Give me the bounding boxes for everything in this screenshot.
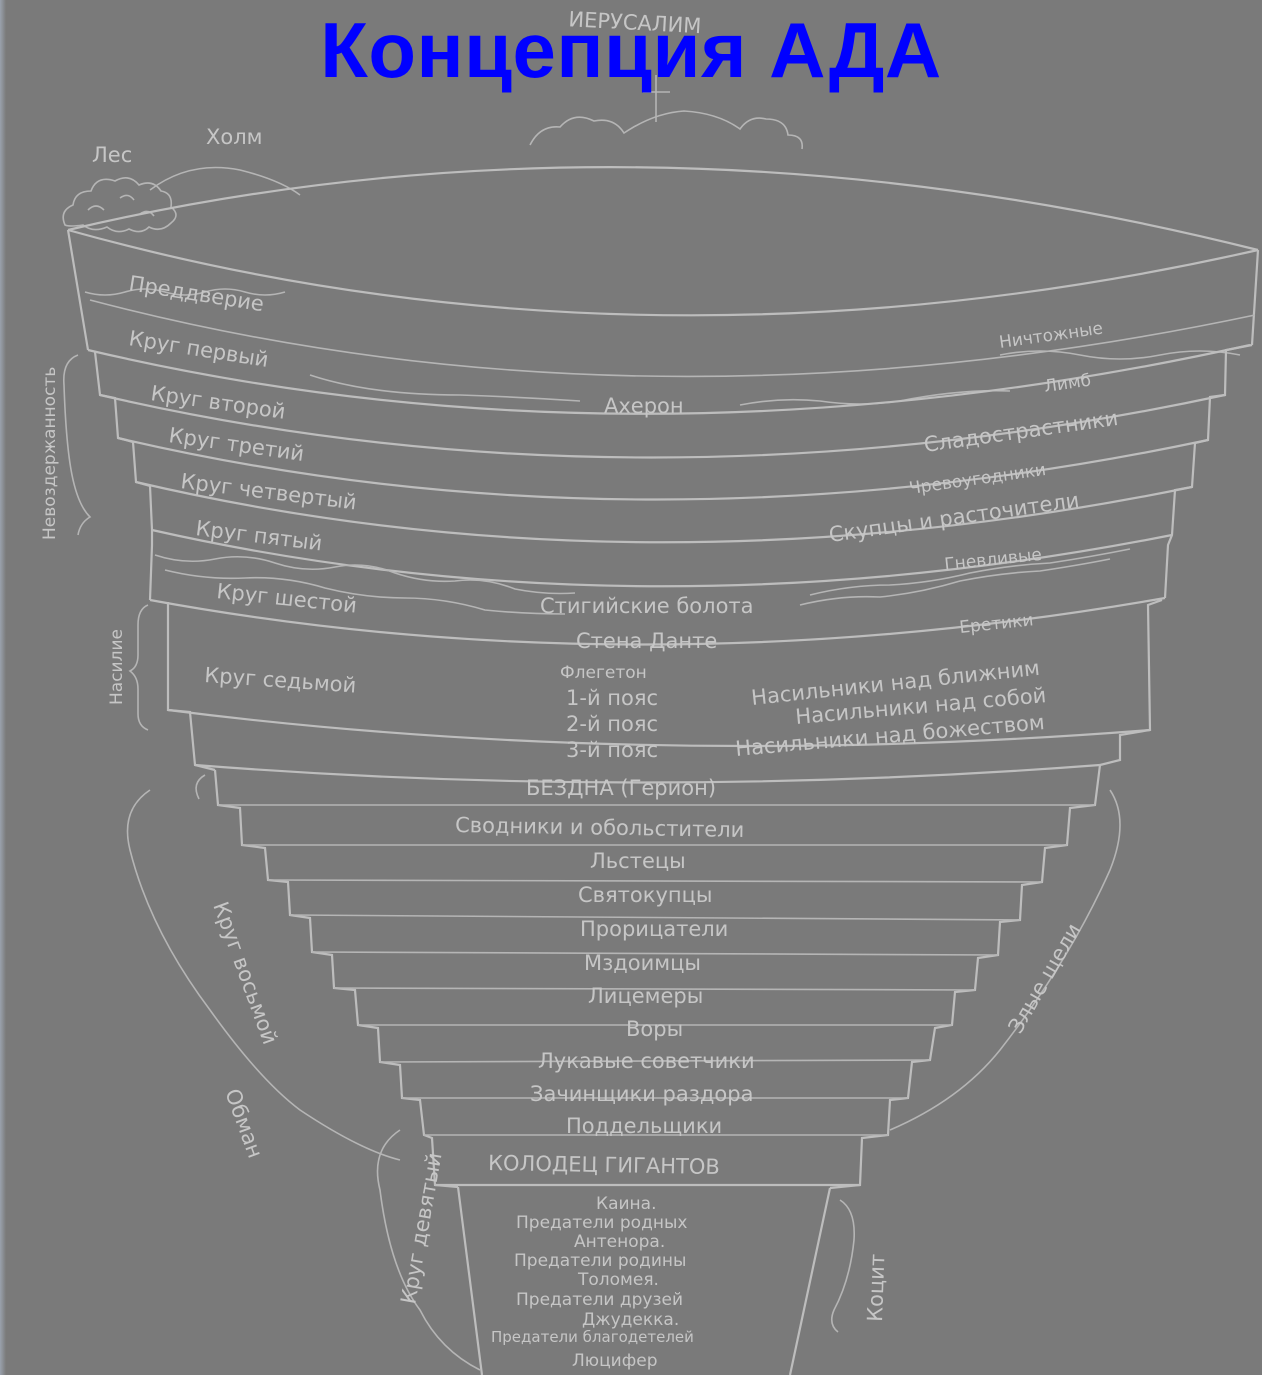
cocytus-caina: Каина. (596, 1194, 656, 1214)
hill-drawing (149, 166, 301, 196)
label-forest: Лес (92, 143, 132, 167)
cocytus-well (456, 1186, 832, 1375)
slide-left-edge (0, 0, 6, 1375)
cocytus-antenora: Антенора. (574, 1232, 665, 1252)
earth-surface-arc (67, 166, 1259, 252)
center-styx: Стигийские болота (540, 594, 754, 618)
center-acheron: Ахерон (604, 394, 684, 418)
label-hill: Холм (206, 125, 263, 149)
center-belt-3: 3-й пояс (566, 738, 658, 762)
bolgia-2: Льстецы (590, 849, 686, 873)
sin-heretics: Еретики (958, 610, 1034, 638)
cocytus-caina-desc: Предатели родных (516, 1213, 687, 1233)
funnel-outline (66, 166, 1260, 1375)
level-circle-6: Круг шестой (215, 579, 358, 618)
bolgia-1: Сводники и обольстители (455, 813, 745, 842)
center-abyss: БЕЗДНА (Герион) (526, 776, 716, 800)
bolgia-9: Зачинщики раздора (530, 1082, 753, 1106)
center-phlegethon: Флегетон (560, 663, 647, 683)
group-cocytus: Коцит (863, 1253, 889, 1322)
group-eighth-circle: Круг восьмой (208, 899, 282, 1048)
bolgia-7: Воры (626, 1017, 683, 1041)
group-malebolge: Злые щели (1004, 919, 1086, 1037)
jerusalem-drawing (529, 110, 804, 150)
cocytus-antenora-desc: Предатели родины (514, 1251, 686, 1271)
cross-icon (643, 75, 670, 122)
cocytus-lucifer: Люцифер (572, 1351, 658, 1371)
bolgia-list: Сводники и обольстители Льстецы Святокуп… (455, 813, 755, 1138)
cocytus-judecca-desc: Предатели благодетелей (491, 1328, 694, 1346)
group-violence: Насилие (107, 629, 127, 705)
cocytus-ptolomea-desc: Предатели друзей (516, 1290, 683, 1310)
cocytus-judecca: Джудекка. (582, 1310, 679, 1330)
level-circle-1: Круг первый (127, 326, 270, 372)
bolgia-4: Прорицатели (580, 917, 728, 941)
bolgia-5: Мздоимцы (584, 951, 701, 975)
sin-wrathful: Гневливые (943, 545, 1042, 575)
sin-nothing: Ничтожные (998, 319, 1104, 353)
sin-gluttons: Чревоугодники (908, 460, 1047, 499)
group-incontinence: Невоздержанность (40, 367, 60, 540)
level-circle-2: Круг второй (149, 381, 287, 424)
page-title: Концепция АДА (320, 6, 942, 94)
level-predaverie: Преддверие (127, 271, 265, 316)
bolgia-6: Лицемеры (588, 984, 703, 1008)
bolgia-8: Лукавые советчики (538, 1049, 755, 1073)
level-circle-7: Круг седьмой (204, 663, 357, 698)
sin-limbo: Лимб (1043, 371, 1092, 397)
level-circle-5: Круг пятый (194, 516, 323, 555)
center-belt-1: 1-й пояс (566, 686, 658, 710)
giants-well: КОЛОДЕЦ ГИГАНТОВ (488, 1151, 720, 1179)
side-braces (62, 354, 1121, 1371)
group-ninth-circle: Круг девятый (396, 1151, 446, 1306)
cocytus-zones: Каина. Предатели родных Антенора. Предат… (491, 1194, 694, 1371)
forest-drawing (62, 177, 177, 233)
sin-misers: Скупцы и расточители (827, 488, 1080, 547)
group-fraud: Обман (220, 1086, 267, 1162)
level-circle-4: Круг четвертый (179, 469, 358, 514)
bolgia-10: Поддельщики (566, 1114, 722, 1138)
sin-lustful: Сладострастники (922, 406, 1119, 457)
cocytus-ptolomea: Толомея. (577, 1270, 659, 1290)
center-dante-wall: Стена Данте (576, 629, 717, 653)
center-belt-2: 2-й пояс (566, 712, 658, 736)
bolgia-3: Святокупцы (578, 883, 712, 907)
